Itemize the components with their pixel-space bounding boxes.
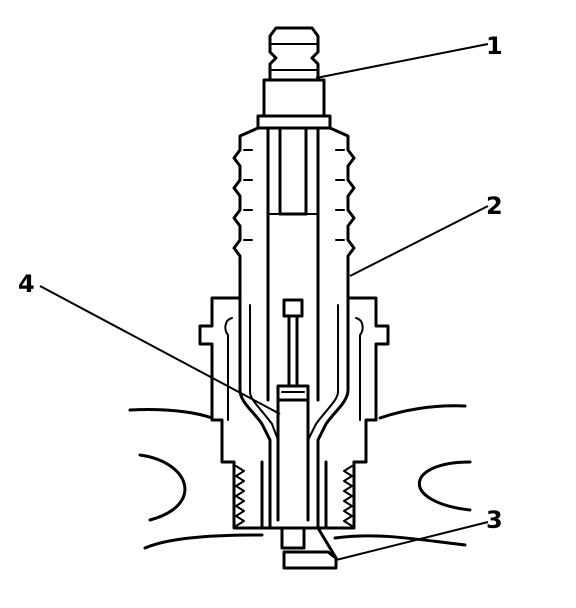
callout-4: 4 <box>18 270 35 298</box>
cylinder-head <box>128 404 472 550</box>
callout-3: 3 <box>486 506 503 534</box>
ground-electrode <box>280 526 338 570</box>
terminal-nut <box>268 26 320 82</box>
insulator-nose <box>238 298 350 530</box>
center-electrode-core <box>266 126 320 402</box>
callout-labels: 1 2 3 4 <box>18 32 503 534</box>
threaded-section <box>232 460 356 530</box>
callout-1: 1 <box>486 32 503 60</box>
leader-lines <box>39 43 489 561</box>
hex-shell <box>198 296 390 464</box>
terminal-collar <box>256 78 332 130</box>
callout-2: 2 <box>486 192 503 220</box>
insulator-body <box>232 126 356 300</box>
